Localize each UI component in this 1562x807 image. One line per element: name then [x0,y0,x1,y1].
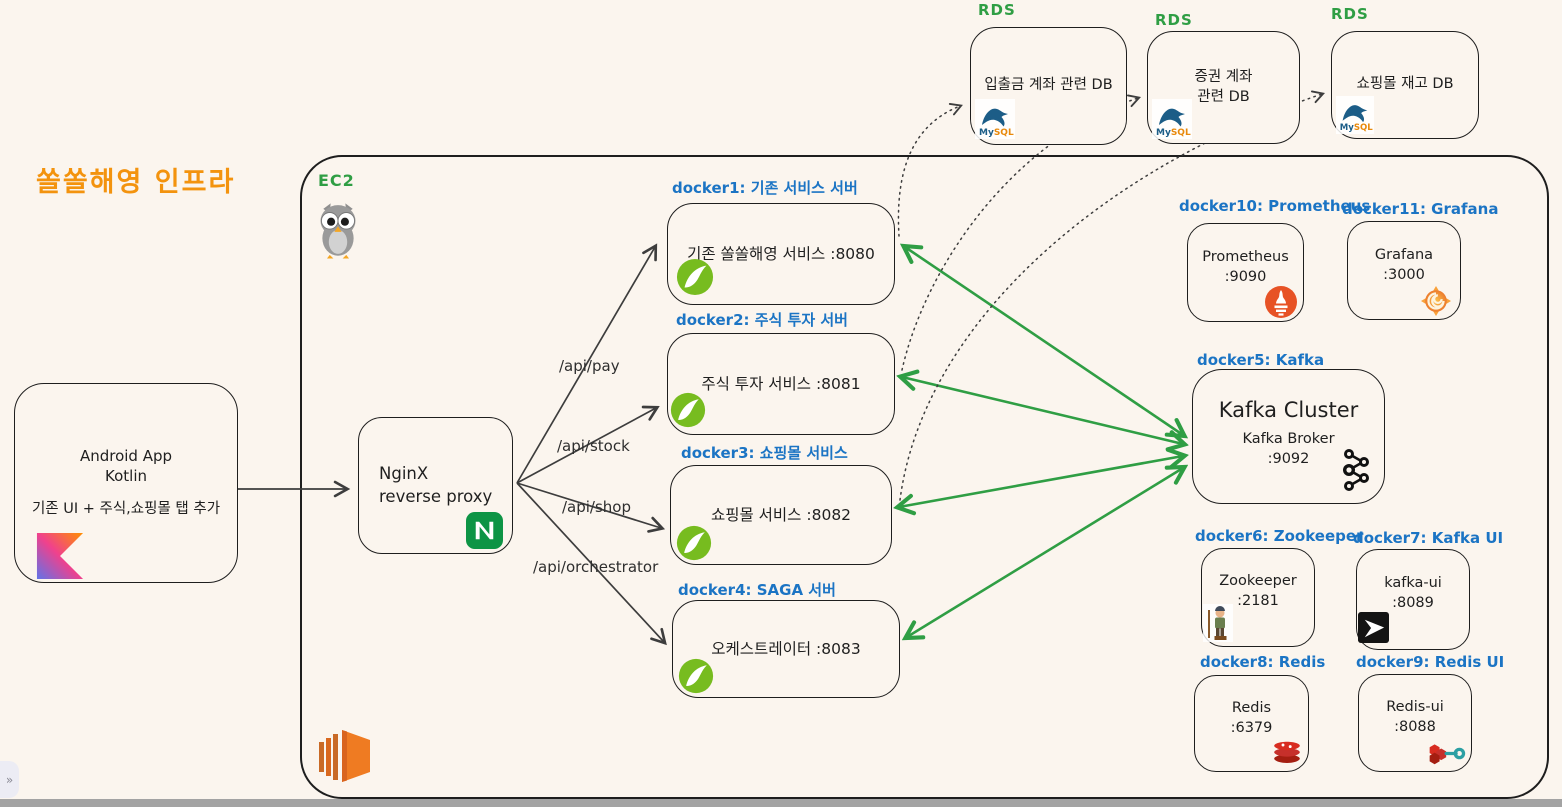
sidebar-expand-button[interactable]: » [0,761,19,798]
svg-text:MySQL: MySQL [979,128,1014,138]
kafka-ui-text: kafka-ui :8089 [1384,574,1442,611]
docker7-label: docker7: Kafka UI [1353,529,1504,547]
kafka-cluster-box: Kafka Cluster Kafka Broker :9092 [1192,369,1385,504]
service-shop-text: 쇼핑몰 서비스 :8082 [710,505,852,524]
service-stock-text: 주식 투자 서비스 :8081 [701,374,861,393]
route-label-shop: /api/shop [562,498,632,516]
route-label-stock: /api/stock [557,437,630,455]
kafka-cluster-title: Kafka Cluster [1218,397,1359,422]
owl-icon [320,203,356,259]
zookeeper-text: Zookeeper :2181 [1219,572,1297,609]
nginx-icon [466,512,503,549]
spring-icon [678,658,714,694]
dotted-arrow-docker3-rds3 [899,90,1325,501]
mysql-icon: MySQL [1152,99,1192,139]
arrow-docker4-kafka [907,468,1183,637]
kafka-ui-icon [1358,612,1389,643]
rds-deposit-text: 입출금 계좌 관련 DB [984,77,1113,94]
spring-icon [676,258,714,296]
docker3-label: docker3: 쇼핑몰 서비스 [681,444,848,462]
rds-securities-text: 증권 계좌 관련 DB [1194,68,1253,105]
arrow-nginx-to-docker2 [516,405,660,484]
rds-inventory-text: 쇼핑몰 재고 DB [1356,76,1454,93]
prometheus-icon [1265,286,1297,318]
android-app-note: 기존 UI + 주식,쇼핑몰 탭 추가 [31,501,221,518]
aws-ec2-icon [319,730,370,782]
docker9-label: docker9: Redis UI [1356,653,1505,671]
docker11-label: docker11: Grafana [1342,200,1499,218]
redis-ui-box: Redis-ui :8088 [1358,674,1472,772]
arrow-nginx-to-docker1 [516,243,658,484]
kafka-icon [1343,449,1369,491]
redis-text: Redis :6379 [1230,699,1273,736]
docker8-label: docker8: Redis [1200,653,1326,671]
dotted-arrow-docker2-rds2 [901,94,1141,371]
arrow-docker1-kafka [905,247,1183,435]
svg-text:MySQL: MySQL [1340,123,1373,133]
service-existing-text: 기존 쏠쏠해영 서비스 :8080 [687,244,875,263]
arrow-docker3-kafka [899,456,1183,507]
chevron-right-icon: » [5,772,14,787]
redis-ui-icon [1429,744,1466,765]
window-bottom-edge [0,799,1562,807]
prometheus-text: Prometheus :9090 [1202,248,1289,285]
zookeeper-icon [1203,604,1233,642]
mysql-icon: MySQL [1336,96,1374,134]
spring-icon [670,392,706,428]
rds3-label: RDS [1331,5,1369,23]
docker2-label: docker2: 주식 투자 서버 [676,311,848,329]
grafana-icon [1421,286,1451,316]
ec2-label: EC2 [318,171,355,190]
arrow-nginx-to-docker3 [516,482,666,533]
docker5-label: docker5: Kafka [1197,351,1325,369]
arrow-docker2-kafka [902,377,1183,444]
docker6-label: docker6: Zookeeper [1195,527,1364,545]
arrow-nginx-to-docker4 [516,482,667,646]
docker1-label: docker1: 기존 서비스 서버 [672,179,858,197]
docker10-label: docker10: Prometheus [1179,197,1371,215]
page-title: 쏠쏠해영 인프라 [36,167,236,198]
kafka-broker-text: Kafka Broker :9092 [1242,431,1335,467]
redis-ui-text: Redis-ui :8088 [1386,699,1444,735]
nginx-label: NginX reverse proxy [379,464,493,506]
service-box-stock: 주식 투자 서비스 :8081 [667,333,895,435]
android-app-name: Android App [79,446,173,465]
svg-text:MySQL: MySQL [1156,128,1191,138]
service-orchestrator-text: 오케스트레이터 :8083 [711,639,861,658]
rds2-label: RDS [1155,11,1193,29]
spring-icon [676,525,712,561]
route-label-orchestrator: /api/orchestrator [533,558,659,576]
redis-icon [1274,741,1300,763]
ec2-container-box [300,155,1549,799]
android-app-lang: Kotlin [105,467,147,486]
rds1-label: RDS [978,1,1016,19]
route-label-pay: /api/pay [559,357,620,375]
mysql-icon: MySQL [975,99,1015,139]
service-box-shop: 쇼핑몰 서비스 :8082 [670,465,892,565]
dotted-arrow-docker1-rds1 [897,103,963,237]
grafana-text: Grafana :3000 [1374,246,1434,283]
prometheus-box: Prometheus :9090 [1187,223,1304,322]
kotlin-icon [36,532,84,580]
docker4-label: docker4: SAGA 서버 [678,581,836,599]
